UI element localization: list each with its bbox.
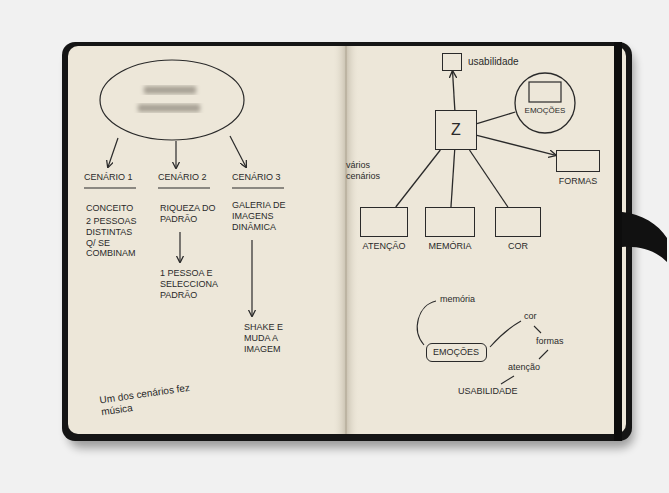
connector <box>469 150 507 207</box>
memory-box: MEMÓRIA <box>425 207 475 237</box>
color-box: COR <box>495 207 541 237</box>
keyword: cor <box>524 311 537 322</box>
sketch-line <box>534 326 541 333</box>
sketch-line <box>539 350 548 359</box>
underline <box>232 187 284 188</box>
scenario-note: RIQUEZA DO PADRÃO <box>160 203 222 225</box>
node-text: FORMAS <box>559 176 598 186</box>
small-box: usabilidade <box>442 53 462 71</box>
keyword: formas <box>536 336 564 347</box>
z-box: Z <box>435 110 477 150</box>
scenario-note: GALERIA DE IMAGENS DINÂMICA <box>232 200 296 232</box>
emotion-tag: EMOÇÕES <box>426 343 487 362</box>
keyword: atenção <box>508 362 540 373</box>
node-text: COR <box>508 241 528 251</box>
blurred-text <box>144 86 196 94</box>
inner-box <box>529 82 561 102</box>
scenario-heading: CENÁRIO 2 <box>158 172 207 183</box>
notebook-spine <box>333 46 359 434</box>
elastic-strap <box>622 212 667 262</box>
underline <box>84 187 136 188</box>
node-text: EMOÇÕES <box>433 347 479 357</box>
sketch-arrow <box>175 141 176 168</box>
emotion-circle: EMOÇÕES <box>514 72 576 134</box>
circle-outline <box>514 72 576 134</box>
scenario-heading: CENÁRIO 3 <box>232 172 281 183</box>
sketch-arrow <box>179 232 180 262</box>
connector <box>477 135 556 155</box>
connector <box>477 112 515 124</box>
scenario-note: 2 PESSOAS DISTINTAS Q/ SE COMBINAM <box>86 216 144 259</box>
scenario-note: CONCEITO <box>86 203 146 214</box>
node-text: Z <box>451 121 461 139</box>
blurred-text <box>138 104 200 112</box>
sketch-line <box>501 376 514 384</box>
scenario-note: 1 PESSOA E SELECCIONA PADRÃO <box>160 268 230 300</box>
sketch-curve <box>490 321 521 347</box>
sketch-arrow <box>108 138 118 167</box>
concept-ellipse <box>100 60 244 140</box>
elastic-band <box>614 42 622 441</box>
scenario-note: SHAKE E MUDA A IMAGEM <box>244 322 296 354</box>
sketch-arrow <box>251 240 252 316</box>
notebook-pages <box>68 46 626 434</box>
connector <box>396 150 441 207</box>
connector <box>451 150 455 207</box>
side-note: vários cenários <box>346 160 394 182</box>
page-fold <box>346 46 347 434</box>
node-text: usabilidade <box>468 56 519 68</box>
notebook-cover <box>62 42 632 441</box>
circle-outline <box>515 73 575 133</box>
attention-box: ATENÇÃO <box>360 207 408 237</box>
forms-box: FORMAS <box>556 150 600 172</box>
keyword: memória <box>440 294 475 305</box>
node-text: EMOÇÕES <box>525 106 566 115</box>
handwritten-note: Um dos cenários fez música <box>99 382 193 419</box>
keyword: USABILIDADE <box>458 386 518 397</box>
sketch-arrow <box>230 136 246 167</box>
scenario-heading: CENÁRIO 1 <box>84 172 133 183</box>
sketch-curve <box>417 301 436 345</box>
connector <box>453 71 455 110</box>
node-text: MEMÓRIA <box>428 241 471 251</box>
node-text: ATENÇÃO <box>363 241 406 251</box>
underline <box>158 187 210 188</box>
